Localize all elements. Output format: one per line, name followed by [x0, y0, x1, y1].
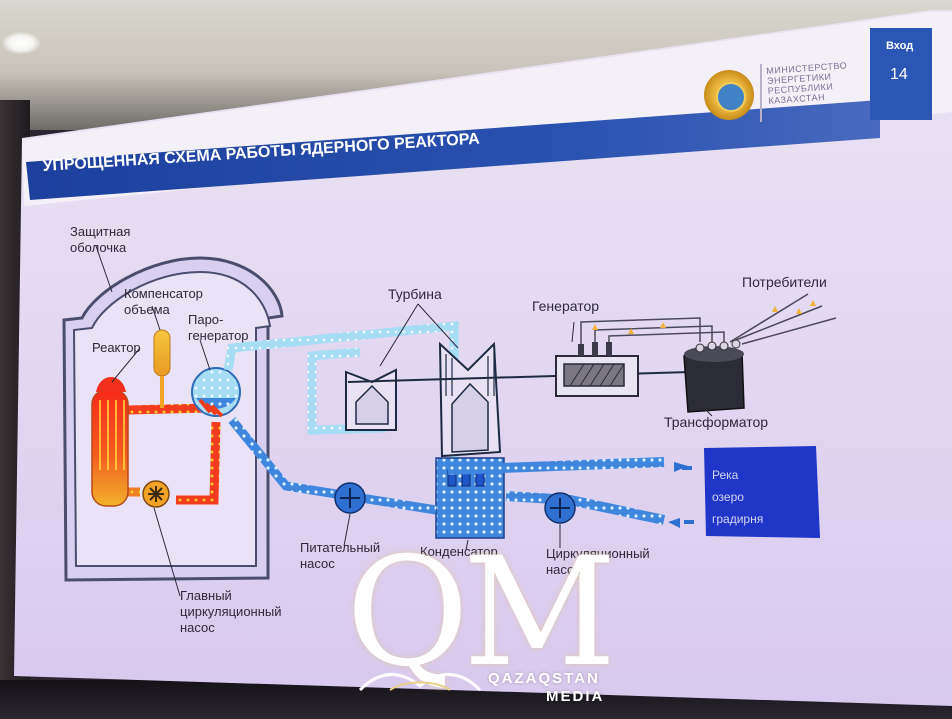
cooling-source-box [704, 446, 820, 538]
ministry-divider [760, 64, 762, 122]
slide-corner-label: Вход [886, 40, 914, 52]
label-steam-generator: Паро- генератор [188, 312, 249, 343]
qm-watermark-logo: QM [346, 526, 617, 700]
cooling-return [505, 491, 666, 525]
primary-return-pipe [176, 421, 221, 505]
ceiling-light [2, 32, 40, 54]
label-containment: Защитная оболочка [70, 224, 131, 255]
label-cooling-source: Река озеро градирня [712, 468, 764, 526]
slide-page-number: 14 [890, 66, 908, 83]
label-compensator: Компенсатор объема [124, 286, 203, 317]
outflow-arrow-icon [674, 462, 688, 472]
label-main-circulation-pump: Главный циркуляционный насос [180, 588, 282, 635]
label-turbine: Турбина [388, 286, 442, 302]
label-consumers: Потребители [742, 274, 827, 290]
label-reactor: Реактор [92, 340, 141, 355]
volume-compensator [153, 329, 171, 377]
label-circulation-pump: Циркуляционный насос [546, 546, 650, 577]
reactor-vessel [91, 389, 129, 507]
label-condenser: Конденсатор [420, 544, 498, 559]
watermark-line-2: MEDIA [546, 688, 605, 705]
slide-corner-panel [870, 28, 932, 120]
cooling-outflow [447, 457, 665, 475]
label-transformer: Трансформатор [664, 414, 769, 430]
feedwater-line [228, 417, 437, 515]
inflow-arrow-icon [668, 518, 680, 528]
watermark-ornament-icon [358, 673, 482, 692]
label-feed-pump: Питательный насос [300, 540, 381, 571]
label-generator: Генератор [532, 298, 600, 314]
emblem-center [716, 82, 746, 112]
watermark-line-1: QAZAQSTAN [488, 670, 600, 687]
